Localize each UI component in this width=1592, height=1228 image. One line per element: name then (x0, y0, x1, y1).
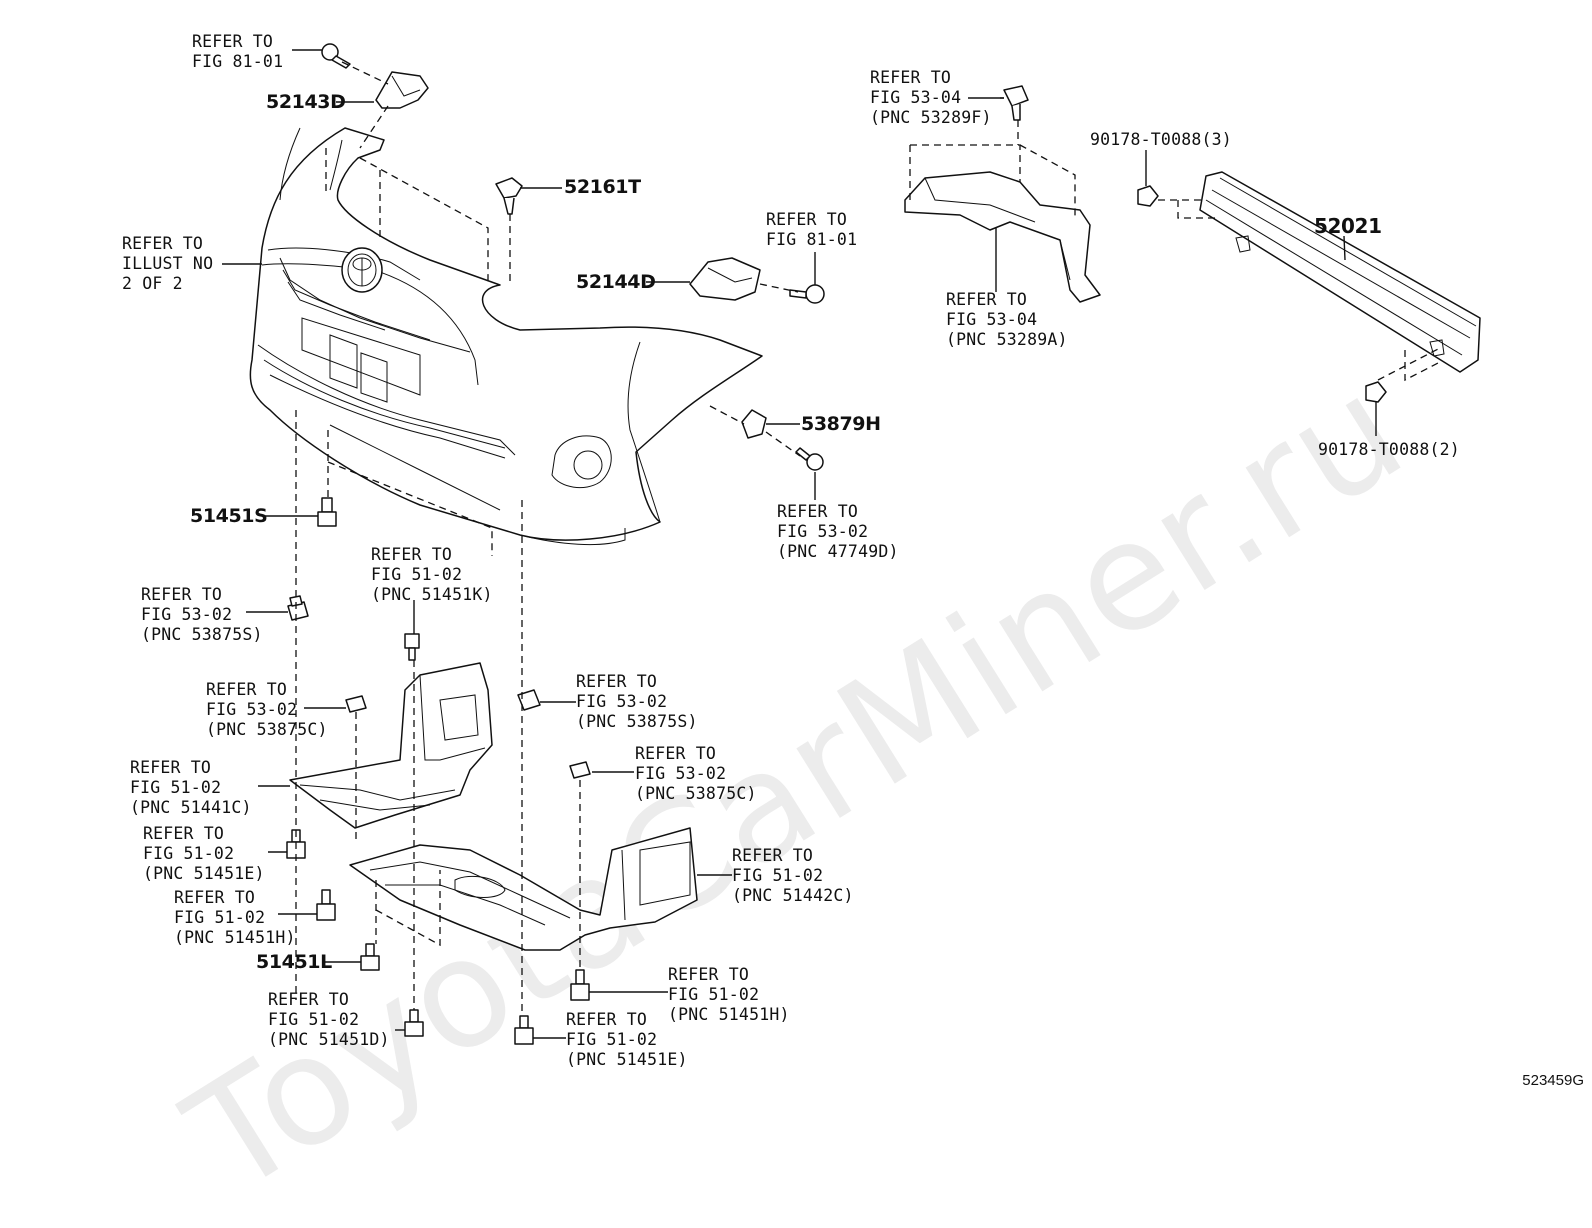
bracket-52143d (375, 71, 429, 109)
air-duct-53289a (904, 171, 1101, 303)
part-number-52021[interactable]: 52021 (1314, 214, 1382, 238)
bolt-ref-81-01-top-icon (321, 43, 351, 69)
bolt-51451h-left-icon (316, 889, 336, 921)
retainer-53879h-icon (741, 409, 767, 439)
part-number-51451l[interactable]: 51451L (256, 951, 332, 973)
clip-52161t-icon (495, 177, 523, 215)
bolt-51451h-right-icon (570, 969, 590, 1001)
front-bumper-cover (249, 127, 763, 546)
bracket-52144d (689, 257, 761, 301)
diagram-drawing (222, 43, 1481, 1045)
clip-53289f-icon (1003, 85, 1029, 121)
bolt-51451s-icon (317, 497, 337, 527)
part-number-90178-t0088-3[interactable]: 90178-T0088(3) (1090, 130, 1232, 149)
bolt-51451k-icon (404, 633, 420, 661)
clip-53875s-right-icon (517, 689, 541, 711)
bolt-51451e-right-icon (514, 1015, 534, 1045)
figure-id: 523459G (1522, 1072, 1584, 1089)
parts-diagram: ToyotaCarMiner.ru (122, 32, 1584, 1228)
bolt-ref-81-01-mid-icon (789, 284, 825, 304)
emblem-icon (341, 247, 383, 293)
clip-53875c-right-icon (569, 761, 591, 779)
part-number-52143d[interactable]: 52143D (266, 91, 346, 113)
dashed-assembly-lines (295, 61, 1441, 1016)
clip-53875s-left-icon (287, 595, 309, 621)
part-number-52144d[interactable]: 52144D (576, 271, 656, 293)
bolt-51451d-icon (404, 1009, 424, 1037)
screw-ref-53-02-icon (795, 447, 824, 471)
leader-lines (222, 49, 1377, 1039)
part-number-52161t[interactable]: 52161T (564, 176, 641, 198)
clip-53875c-left-icon (345, 695, 367, 713)
part-number-51451s[interactable]: 51451S (190, 505, 268, 527)
nut-90178-t0088-2-icon (1365, 381, 1387, 403)
reinforcement-52021 (1199, 171, 1481, 373)
part-number-90178-t0088-2[interactable]: 90178-T0088(2) (1318, 440, 1460, 459)
under-cover-51441c (289, 662, 493, 829)
under-cover-51442c (349, 827, 698, 951)
part-number-53879h[interactable]: 53879H (801, 413, 881, 435)
nut-90178-t0088-3-icon (1137, 185, 1159, 207)
bolt-51451l-icon (360, 943, 380, 971)
